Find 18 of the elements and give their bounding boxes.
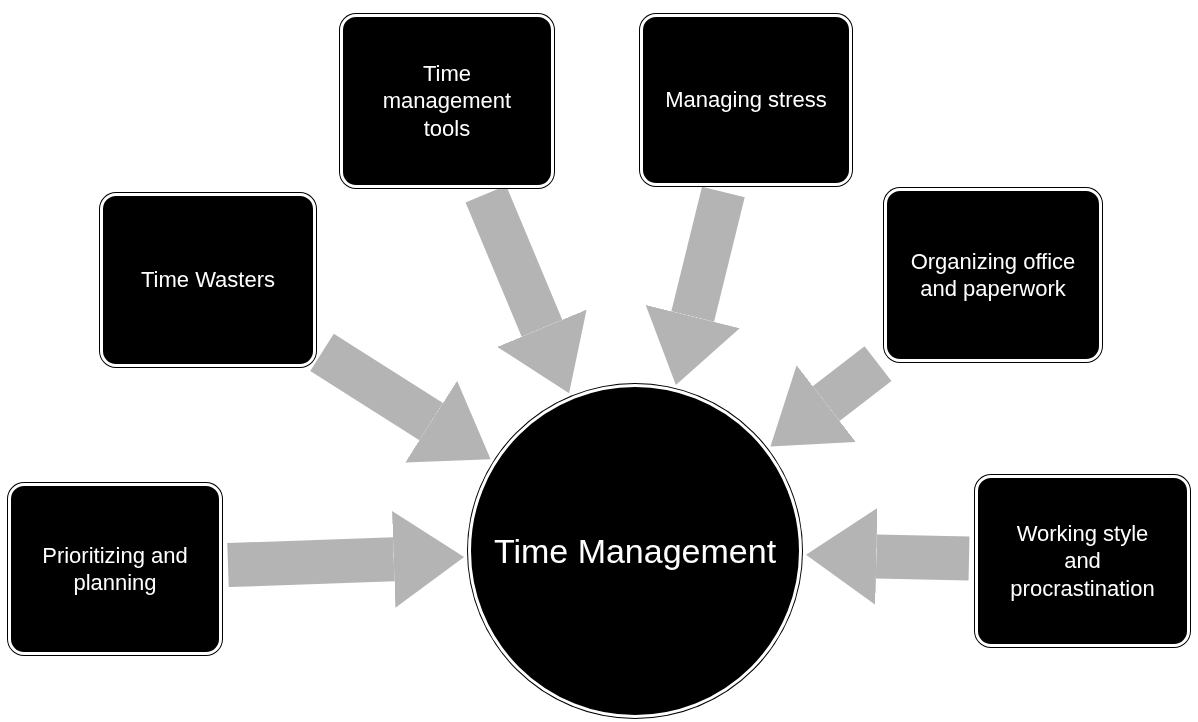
topic-box xyxy=(340,14,554,188)
topic-box xyxy=(975,475,1190,647)
topic-box xyxy=(640,14,852,186)
topic-label: Time Management xyxy=(492,530,778,572)
block-arrow xyxy=(805,508,970,605)
topic-label: Time management tools xyxy=(381,59,513,143)
topic-box xyxy=(8,483,222,655)
topic-label: Working style and procrastination xyxy=(1009,519,1156,603)
block-arrow xyxy=(645,186,745,385)
topic-label: Organizing office and paperwork xyxy=(909,247,1077,303)
block-arrow xyxy=(770,346,892,447)
topic-label: Time Wasters xyxy=(139,266,276,295)
topic-box xyxy=(884,188,1102,362)
block-arrow xyxy=(310,333,491,463)
topic-box xyxy=(100,193,316,367)
topic-label: Prioritizing and planning xyxy=(41,541,189,597)
topic-label: Managing stress xyxy=(664,86,828,115)
block-arrow xyxy=(227,511,465,608)
